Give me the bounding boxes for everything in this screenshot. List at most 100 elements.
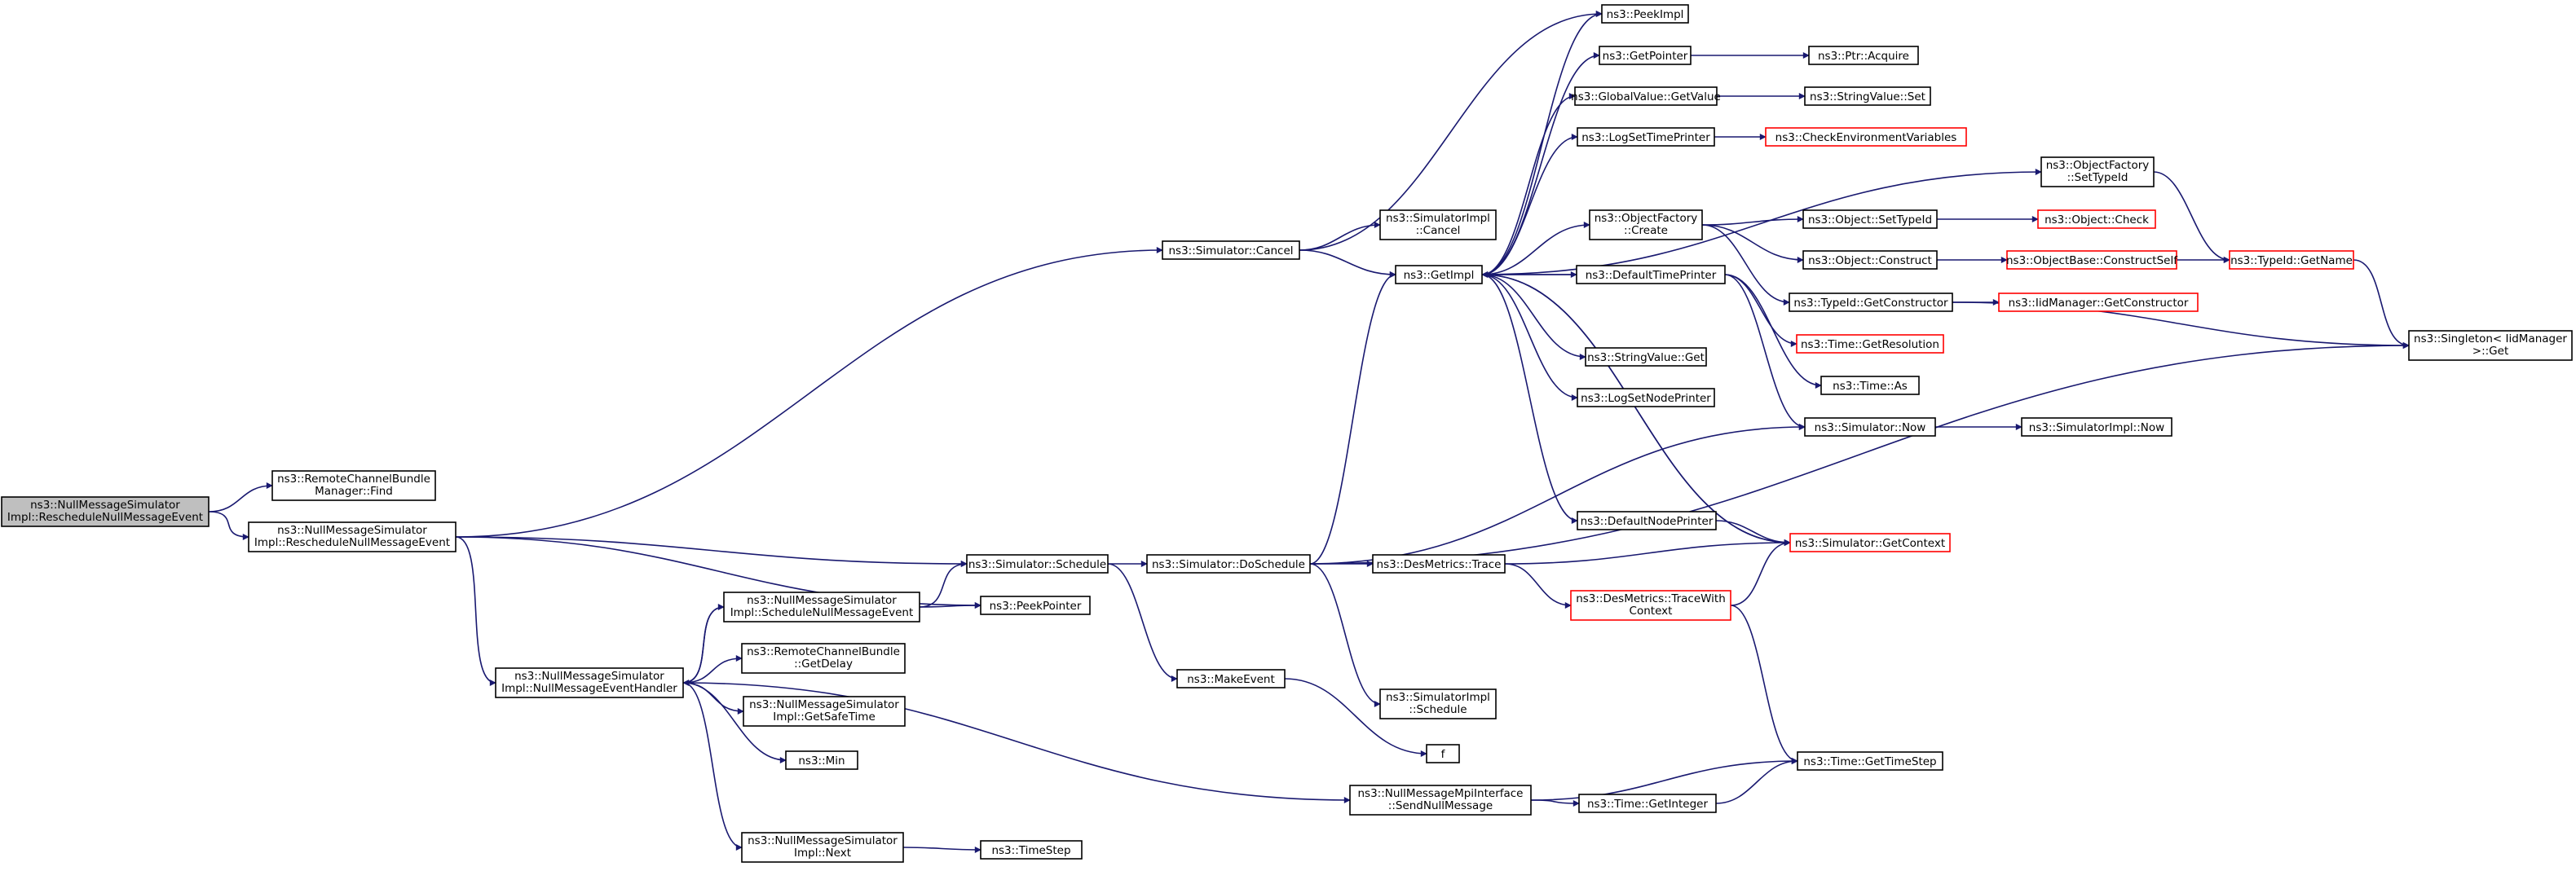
- node-sim-getcontext[interactable]: ns3::Simulator::GetContext: [1789, 533, 1951, 552]
- node-label: ns3::Time::As: [1833, 380, 1908, 393]
- edge-root-to-nms_resched: [208, 511, 249, 540]
- node-sim-schedule[interactable]: ns3::Simulator::Schedule: [966, 554, 1109, 574]
- node-label: ns3::NullMessageSimulator: [30, 499, 180, 512]
- node-label: ns3::Simulator::Now: [1815, 421, 1926, 434]
- node-label: >::Get: [2472, 345, 2508, 358]
- node-label: ::Cancel: [1416, 224, 1461, 237]
- node-label: Impl::RescheduleNullMessageEvent: [7, 511, 203, 524]
- edge-doschedule-to-singleton_get: [1309, 342, 2410, 565]
- edge-getimpl-to-of_settypeid: [1481, 169, 2042, 275]
- node-label: Impl::Next: [794, 847, 851, 860]
- node-checkenv[interactable]: ns3::CheckEnvironmentVariables: [1765, 127, 1967, 147]
- node-label: ns3::StringValue::Get: [1587, 351, 1705, 364]
- edge-path: [682, 655, 743, 684]
- edge-path: [1701, 224, 1790, 306]
- node-obj-settypeid[interactable]: ns3::Object::SetTypeId: [1802, 209, 1938, 229]
- node-of-settypeid[interactable]: ns3::ObjectFactory::SetTypeId: [2040, 156, 2155, 187]
- node-nms-schedevt[interactable]: ns3::NullMessageSimulatorImpl::ScheduleN…: [723, 592, 920, 622]
- node-label: ns3::RemoteChannelBundle: [747, 645, 900, 658]
- node-label: ns3::PeekPointer: [990, 600, 1082, 613]
- node-ptr-acquire[interactable]: ns3::Ptr::Acquire: [1808, 46, 1919, 65]
- node-typeid-getname[interactable]: ns3::TypeId::GetName: [2229, 250, 2354, 270]
- node-of-create[interactable]: ns3::ObjectFactory::Create: [1589, 209, 1703, 240]
- node-box: [2037, 209, 2156, 229]
- edge-sendnull-to-time_getstep: [1530, 758, 1798, 801]
- node-makeevent[interactable]: ns3::MakeEvent: [1176, 669, 1286, 688]
- node-box: [1796, 334, 1944, 354]
- edge-path: [1481, 93, 1576, 275]
- node-gv-getvalue[interactable]: ns3::GlobalValue::GetValue: [1571, 86, 1721, 106]
- edge-path: [1299, 11, 1603, 251]
- node-deftp[interactable]: ns3::DefaultTimePrinter: [1576, 265, 1726, 284]
- node-simimpl-schedule[interactable]: ns3::SimulatorImpl::Schedule: [1379, 688, 1497, 719]
- node-label: ns3::ObjectBase::ConstructSelf: [2006, 254, 2178, 267]
- edge-path: [1284, 678, 1427, 757]
- edge-path: [1530, 799, 1580, 807]
- node-box: [1576, 265, 1726, 284]
- edge-doschedule-to-simimpl_schedule: [1309, 563, 1381, 707]
- node-iid-getctor[interactable]: ns3::IidManager::GetConstructor: [1998, 293, 2199, 312]
- node-simimpl-cancel[interactable]: ns3::SimulatorImpl::Cancel: [1379, 209, 1497, 240]
- node-box: [1176, 669, 1286, 688]
- node-box: [1349, 785, 1532, 816]
- node-box: [2021, 417, 2172, 437]
- node-logsettp[interactable]: ns3::LogSetTimePrinter: [1577, 127, 1715, 147]
- node-nms-resched[interactable]: ns3::NullMessageSimulatorImpl::Reschedul…: [248, 521, 457, 552]
- node-obj-check[interactable]: ns3::Object::Check: [2037, 209, 2156, 229]
- node-obj-construct[interactable]: ns3::Object::Construct: [1802, 250, 1938, 270]
- node-f[interactable]: f: [1426, 744, 1460, 763]
- node-singleton-get[interactable]: ns3::Singleton< IidManager>::Get: [2408, 330, 2573, 361]
- edge-nms_handler-to-nms_next: [682, 682, 743, 851]
- node-box: [271, 470, 436, 501]
- node-ob-constructself[interactable]: ns3::ObjectBase::ConstructSelf: [2006, 250, 2178, 270]
- node-label: ns3::Singleton< IidManager: [2414, 332, 2567, 345]
- node-nms-safetime[interactable]: ns3::NullMessageSimulatorImpl::GetSafeTi…: [743, 696, 906, 727]
- node-sv-get[interactable]: ns3::StringValue::Get: [1585, 347, 1707, 367]
- node-time-getint[interactable]: ns3::Time::GetInteger: [1578, 794, 1717, 813]
- node-box: [2006, 250, 2177, 270]
- edge-nms_schedevt-to-peekpointer: [919, 602, 981, 609]
- node-min[interactable]: ns3::Min: [785, 750, 858, 770]
- node-peekpointer[interactable]: ns3::PeekPointer: [980, 596, 1091, 615]
- node-box: [248, 521, 457, 552]
- node-nms-handler[interactable]: ns3::NullMessageSimulatorImpl::NullMessa…: [495, 667, 684, 698]
- node-sendnull[interactable]: ns3::NullMessageMpiInterface::SendNullMe…: [1349, 785, 1532, 816]
- node-root[interactable]: ns3::NullMessageSimulatorImpl::Reschedul…: [1, 496, 210, 527]
- edge-path: [682, 682, 743, 851]
- node-time-as[interactable]: ns3::Time::As: [1820, 376, 1920, 395]
- edge-of_settypeid-to-typeid_getname: [2153, 171, 2230, 263]
- node-getpointer[interactable]: ns3::GetPointer: [1599, 46, 1692, 65]
- node-timestep[interactable]: ns3::TimeStep: [980, 840, 1083, 860]
- node-time-getstep[interactable]: ns3::Time::GetTimeStep: [1797, 751, 1943, 771]
- edge-path: [208, 511, 249, 540]
- node-logsetnp[interactable]: ns3::LogSetNodePrinter: [1577, 388, 1715, 407]
- node-des-trace[interactable]: ns3::DesMetrics::Trace: [1372, 554, 1506, 574]
- node-getimpl[interactable]: ns3::GetImpl: [1395, 265, 1483, 284]
- edge-des_trace-to-sim_getcontext: [1504, 539, 1791, 565]
- edge-path: [1730, 539, 1791, 606]
- node-defnp[interactable]: ns3::DefaultNodePrinter: [1577, 511, 1717, 530]
- edge-path: [682, 682, 1351, 803]
- edge-nms_resched-to-sim_cancel: [455, 247, 1163, 538]
- node-sim-now[interactable]: ns3::Simulator::Now: [1804, 417, 1936, 437]
- node-label: ns3::Min: [798, 754, 845, 768]
- node-label: ns3::MakeEvent: [1187, 673, 1275, 686]
- node-sim-cancel[interactable]: ns3::Simulator::Cancel: [1162, 240, 1300, 260]
- node-doschedule[interactable]: ns3::Simulator::DoSchedule: [1146, 554, 1311, 574]
- edge-des_trace-to-des_tracewith: [1504, 563, 1572, 609]
- node-sv-set[interactable]: ns3::StringValue::Set: [1804, 86, 1931, 106]
- node-rcb-delay[interactable]: ns3::RemoteChannelBundle::GetDelay: [741, 643, 906, 674]
- node-peekimpl[interactable]: ns3::PeekImpl: [1601, 4, 1689, 24]
- edge-path: [1481, 274, 1578, 401]
- node-box: [741, 643, 906, 674]
- edge-path: [682, 682, 787, 763]
- node-time-getres[interactable]: ns3::Time::GetResolution: [1796, 334, 1944, 354]
- node-label: ns3::Time::GetInteger: [1587, 798, 1708, 811]
- node-typeid-getctor[interactable]: ns3::TypeId::GetConstructor: [1789, 293, 1953, 312]
- node-simimpl-now[interactable]: ns3::SimulatorImpl::Now: [2021, 417, 2172, 437]
- edge-path: [902, 846, 981, 853]
- node-box: [2040, 156, 2155, 187]
